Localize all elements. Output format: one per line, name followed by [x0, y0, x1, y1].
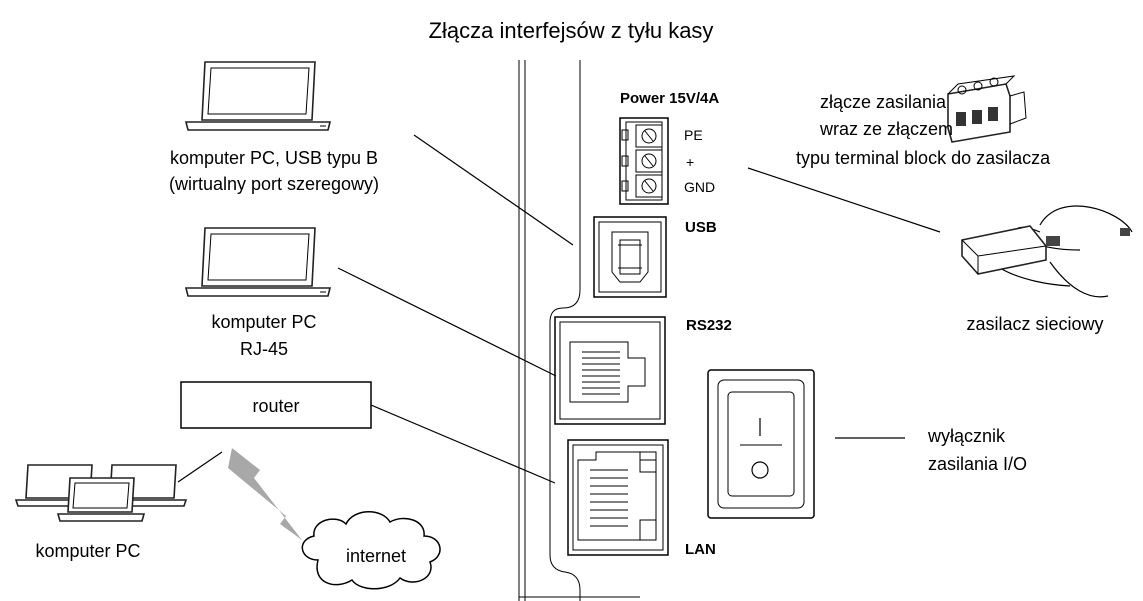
laptop-icon	[56, 477, 146, 522]
lan-port	[567, 439, 669, 556]
power-connector	[619, 117, 669, 205]
power-supply-icon	[961, 205, 1133, 298]
terminal-block-icon	[947, 75, 1027, 143]
pc-rj45-caption-line2: RJ-45	[240, 339, 288, 359]
lan-connection-line	[370, 404, 556, 484]
usb-port-label: USB	[685, 219, 717, 236]
pc-rj45-caption-line1: komputer PC	[211, 312, 316, 332]
usb-connection-line	[413, 134, 574, 246]
pc-usb-caption-line1: komputer PC, USB typu B	[170, 148, 378, 168]
cloud-icon	[301, 511, 441, 590]
laptop-icon	[184, 61, 332, 131]
rs232-port-label: RS232	[686, 317, 732, 334]
internet-label: internet	[346, 546, 406, 566]
psu-caption: zasilacz sieciowy	[966, 314, 1103, 334]
router-box	[180, 381, 372, 429]
switch-caption-line2: zasilania I/O	[928, 454, 1027, 474]
usb-b-port	[593, 216, 667, 298]
pin-plus-label: +	[686, 154, 694, 170]
switch-caption-line1: wyłącznik	[927, 426, 1006, 446]
laptop-group-icon	[14, 464, 188, 522]
pc-usb-caption-line2: (wirtualny port szeregowy)	[169, 174, 379, 194]
rs232-connection-line	[337, 267, 557, 377]
power-switch	[707, 369, 815, 519]
pin-screw-gnd	[635, 174, 663, 198]
lan-port-label: LAN	[685, 541, 716, 558]
pin-gnd-label: GND	[684, 179, 715, 195]
pc-group-caption: komputer PC	[35, 541, 140, 561]
power-connector-caption-line1: złącze zasilania	[820, 92, 947, 112]
pin-screw-pe	[635, 124, 663, 148]
router-pc-connection-line	[177, 451, 223, 483]
power-connection-line	[747, 167, 941, 233]
power-connector-caption-line2: wraz ze złączem	[819, 119, 953, 139]
diagram-title: Złącza interfejsów z tyłu kasy	[429, 18, 714, 43]
device-housing	[518, 60, 640, 601]
pin-screw-plus	[635, 149, 663, 173]
power-port-label: Power 15V/4A	[620, 90, 719, 107]
pin-pe-label: PE	[684, 127, 703, 143]
router-label: router	[252, 396, 299, 416]
rs232-port	[554, 316, 666, 425]
lightning-icon	[228, 448, 302, 540]
laptop-icon	[184, 227, 332, 297]
power-connector-caption-line3: typu terminal block do zasilacza	[796, 148, 1051, 168]
